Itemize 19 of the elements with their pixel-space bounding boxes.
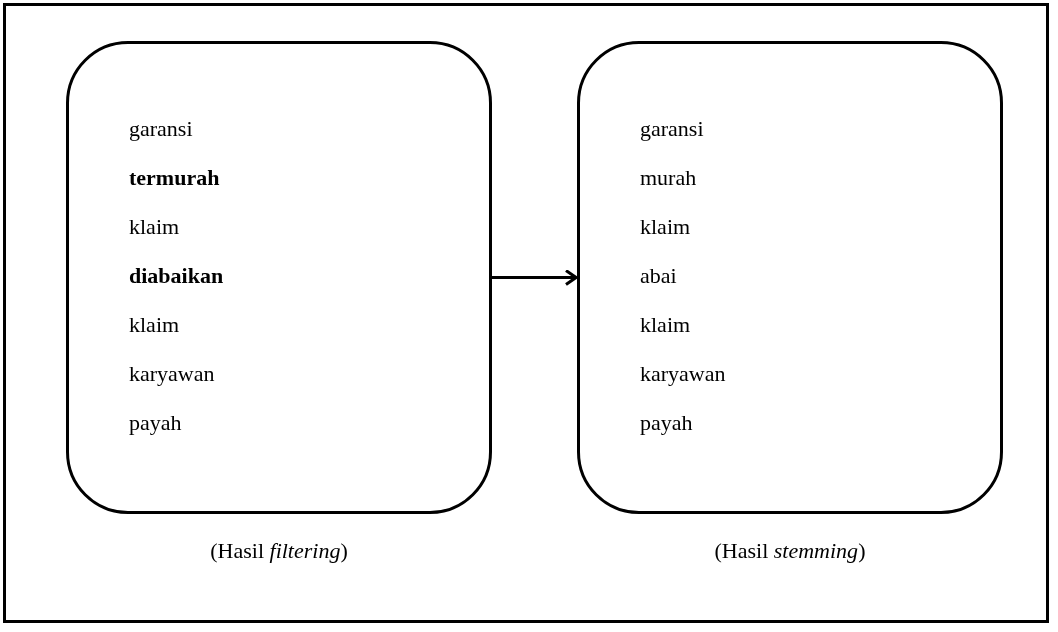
- node-label: (Hasil filtering): [209, 538, 349, 564]
- rounded-box: [577, 41, 1003, 514]
- word-label: murah: [640, 165, 697, 191]
- word-label: payah: [129, 410, 182, 436]
- word-label: payah: [640, 410, 693, 436]
- word-label: klaim: [640, 214, 691, 240]
- word-label: garansi: [640, 116, 704, 142]
- word-label: abai: [640, 263, 677, 289]
- word-label: diabaikan: [129, 263, 224, 289]
- rounded-box: [66, 41, 492, 514]
- word-label: karyawan: [640, 361, 726, 387]
- node-label: (Hasil stemming): [713, 538, 867, 564]
- arrow: [492, 269, 578, 286]
- word-label: klaim: [640, 312, 691, 338]
- word-label: karyawan: [129, 361, 215, 387]
- word-label: termurah: [129, 165, 220, 191]
- word-label: garansi: [129, 116, 193, 142]
- word-label: klaim: [129, 214, 180, 240]
- word-label: klaim: [129, 312, 180, 338]
